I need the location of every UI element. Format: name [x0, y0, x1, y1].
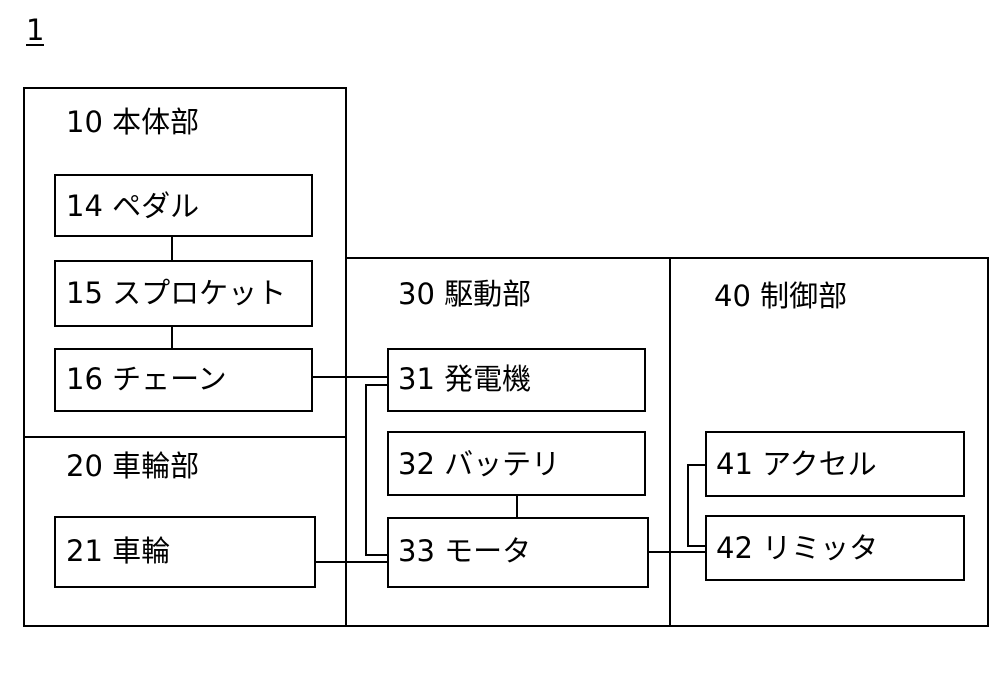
drive-group-title: 30 駆動部: [398, 277, 531, 311]
limiter-box: [705, 515, 965, 581]
control-region: [669, 257, 989, 627]
pedal-label: 14 ペダル: [66, 189, 199, 223]
limiter-label: 42 リミッタ: [716, 531, 878, 565]
generator-motor-link: [365, 384, 388, 556]
wheel-section-group-title: 20 車輪部: [66, 449, 199, 483]
accelerator-label: 41 アクセル: [716, 447, 877, 481]
wheel-label: 21 車輪: [66, 534, 170, 568]
motor-label: 33 モータ: [398, 534, 531, 568]
body-group-title: 10 本体部: [66, 105, 199, 139]
chain-box: [54, 348, 313, 412]
pedal-box: [54, 174, 313, 237]
generator-label: 31 発電機: [398, 362, 531, 396]
control-group-title: 40 制御部: [714, 279, 847, 313]
battery-label: 32 バッテリ: [398, 447, 560, 481]
figure-label: 1: [26, 13, 44, 47]
generator-box: [387, 348, 646, 412]
chain-label: 16 チェーン: [66, 362, 227, 396]
sprocket-box: [54, 260, 313, 327]
wheel-box: [54, 516, 316, 588]
drive-region: [345, 257, 671, 627]
accelerator-limiter-link: [687, 464, 706, 547]
sprocket-label: 15 スプロケット: [66, 276, 286, 310]
